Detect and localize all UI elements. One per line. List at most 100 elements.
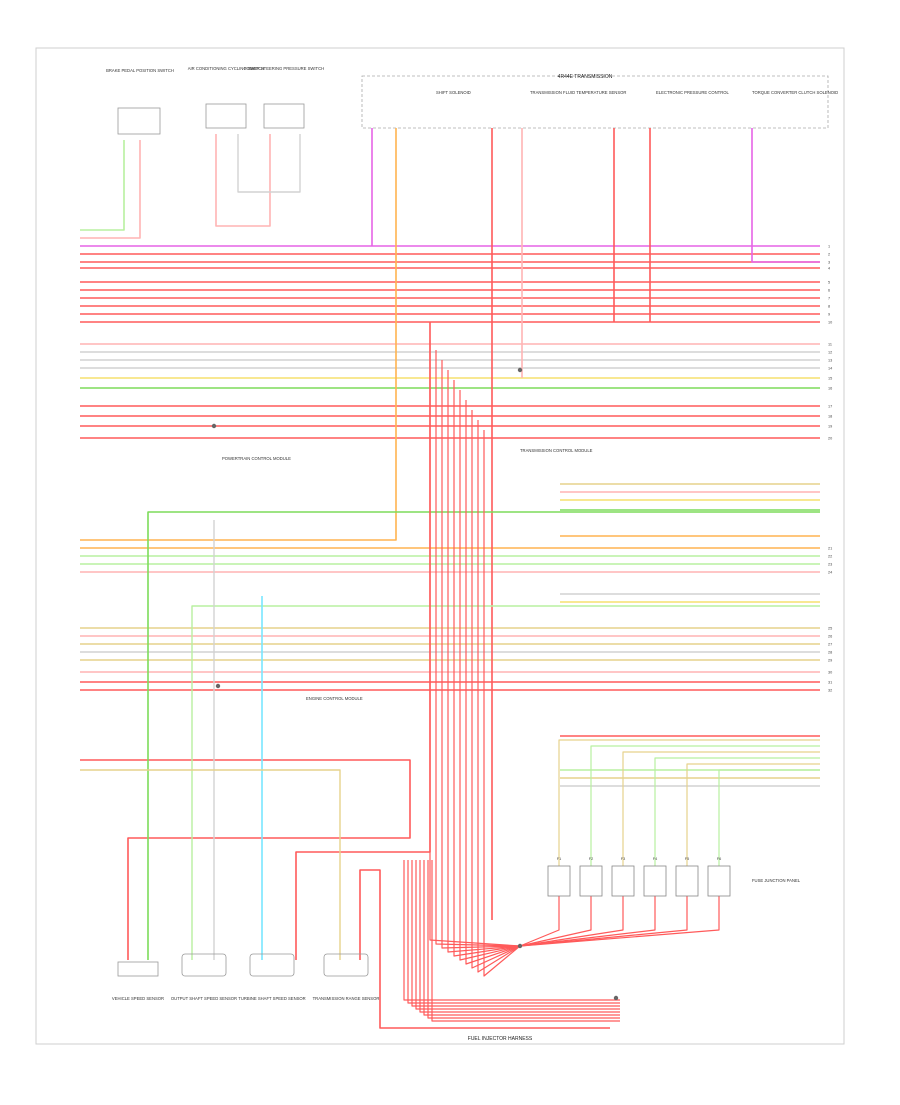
fuse-label: F4 — [653, 857, 657, 861]
fuse-wire — [622, 751, 820, 866]
diagram-frame — [35, 47, 845, 1045]
fuse-wire — [590, 745, 820, 866]
splice-label-ecm: ENGINE CONTROL MODULE — [306, 696, 363, 701]
fuse-wire — [519, 896, 592, 947]
pin-marker: 26 — [828, 635, 832, 639]
transmission-box: 4R44E TRANSMISSION SHIFT SOLENOID TRANSM… — [361, 74, 838, 129]
fuse-wire — [686, 763, 820, 866]
pin-marker: 21 — [828, 547, 832, 551]
harness-wire — [453, 380, 521, 957]
harness-wire — [471, 410, 521, 969]
output-shaft-sensor-label: OUTPUT SHAFT SPEED SENSOR — [171, 996, 237, 1001]
fuse-label: F5 — [685, 857, 689, 861]
splice-dot — [517, 367, 523, 373]
fluid-temp-sensor-label: TRANSMISSION FLUID TEMPERATURE SENSOR — [530, 90, 626, 95]
splice-dot — [211, 423, 217, 429]
fuse-label: F1 — [557, 857, 561, 861]
pin-marker: 14 — [828, 367, 832, 371]
splice-dot — [613, 995, 619, 1001]
harness-wire — [431, 860, 620, 1022]
vehicle-speed-sensor: VEHICLE SPEED SENSOR — [112, 961, 164, 1001]
harness-wire — [423, 860, 620, 1016]
turbine-shaft-sensor: TURBINE SHAFT SPEED SENSOR — [238, 953, 306, 1001]
pressure-control-label: ELECTRONIC PRESSURE CONTROL — [656, 90, 729, 95]
fuse-wire — [519, 896, 624, 947]
shift-solenoid-wire — [80, 128, 397, 541]
splice-label-tcm: TRANSMISSION CONTROL MODULE — [520, 448, 593, 453]
vss-wire — [80, 759, 411, 960]
pin-marker: 16 — [828, 387, 832, 391]
power-steering-switch-label: POWER STEERING PRESSURE SWITCH — [244, 66, 324, 71]
fuse-label: F6 — [717, 857, 721, 861]
fuse-wire — [519, 896, 560, 947]
harness-wire — [403, 860, 620, 1001]
pin-marker: 32 — [828, 689, 832, 693]
pin-marker: 10 — [828, 321, 832, 325]
fuse-wire — [519, 896, 688, 947]
pin-marker: 6 — [828, 289, 830, 293]
pin-marker: 11 — [828, 343, 832, 347]
pin-marker: 23 — [828, 563, 832, 567]
fuse-wire — [718, 769, 820, 866]
fuse-label: F2 — [589, 857, 593, 861]
harness-wire — [419, 860, 620, 1013]
transmission-range-sensor: TRANSMISSION RANGE SENSOR — [313, 953, 380, 1001]
ac-cycling-switch-label: AIR CONDITIONING CYCLING SWITCH — [188, 66, 265, 71]
power-steering-switch: POWER STEERING PRESSURE SWITCH — [244, 66, 324, 129]
splice-dot — [517, 943, 523, 949]
harness-wire — [435, 350, 521, 947]
pin-marker: 17 — [828, 405, 832, 409]
brake-switch-wire — [80, 140, 125, 231]
fuse-wire — [519, 896, 720, 947]
oss-wire — [191, 605, 820, 960]
pin-marker: 15 — [828, 377, 832, 381]
fuse-wire — [519, 896, 656, 947]
transmission-box-title: 4R44E TRANSMISSION — [558, 74, 613, 80]
wire-layer: 1234567891011121314151617181920212223242… — [80, 128, 832, 1029]
pin-marker: 7 — [828, 297, 830, 301]
turbine-shaft-sensor-label: TURBINE SHAFT SPEED SENSOR — [238, 996, 305, 1001]
tcc-solenoid-label: TORQUE CONVERTER CLUTCH SOLENOID — [752, 90, 838, 95]
brake-switch-wire — [80, 140, 141, 239]
harness-wire — [427, 860, 620, 1019]
trs-wire — [359, 869, 610, 1029]
ps-switch-wire — [237, 134, 301, 193]
harness-wire — [429, 340, 521, 947]
fuse-box — [579, 865, 603, 897]
pin-marker: 25 — [828, 627, 832, 631]
fuse-box — [547, 865, 571, 897]
harness-wire — [447, 370, 521, 953]
harness-wire — [465, 400, 521, 965]
pin-marker: 12 — [828, 351, 832, 355]
tcc-solenoid-wire — [751, 128, 820, 263]
ac-cycling-switch: AIR CONDITIONING CYCLING SWITCH — [188, 66, 265, 129]
pin-marker: 18 — [828, 415, 832, 419]
trs-wire — [80, 769, 341, 960]
transmission-range-sensor-label: TRANSMISSION RANGE SENSOR — [313, 996, 380, 1001]
shift-solenoid-label: SHIFT SOLENOID — [436, 90, 471, 95]
pin-marker: 22 — [828, 555, 832, 559]
pin-marker: 2 — [828, 253, 830, 257]
harness-wire — [459, 390, 521, 961]
harness-wire — [477, 420, 521, 973]
pin-marker: 30 — [828, 671, 832, 675]
pin-marker: 4 — [828, 267, 830, 271]
fuse-label: F3 — [621, 857, 625, 861]
output-shaft-sensor: OUTPUT SHAFT SPEED SENSOR — [171, 953, 237, 1001]
pin-marker: 3 — [828, 261, 830, 265]
fuse-wire — [558, 739, 820, 866]
harness-wire — [441, 360, 521, 949]
pin-marker: 5 — [828, 281, 830, 285]
fuse-box — [643, 865, 667, 897]
pin-marker: 20 — [828, 437, 832, 441]
pin-marker: 8 — [828, 305, 830, 309]
pin-marker: 27 — [828, 643, 832, 647]
pin-marker: 9 — [828, 313, 830, 317]
pin-marker: 1 — [828, 245, 830, 249]
fuse-box — [707, 865, 731, 897]
harness-wire — [483, 430, 521, 977]
pin-marker: 31 — [828, 681, 832, 685]
